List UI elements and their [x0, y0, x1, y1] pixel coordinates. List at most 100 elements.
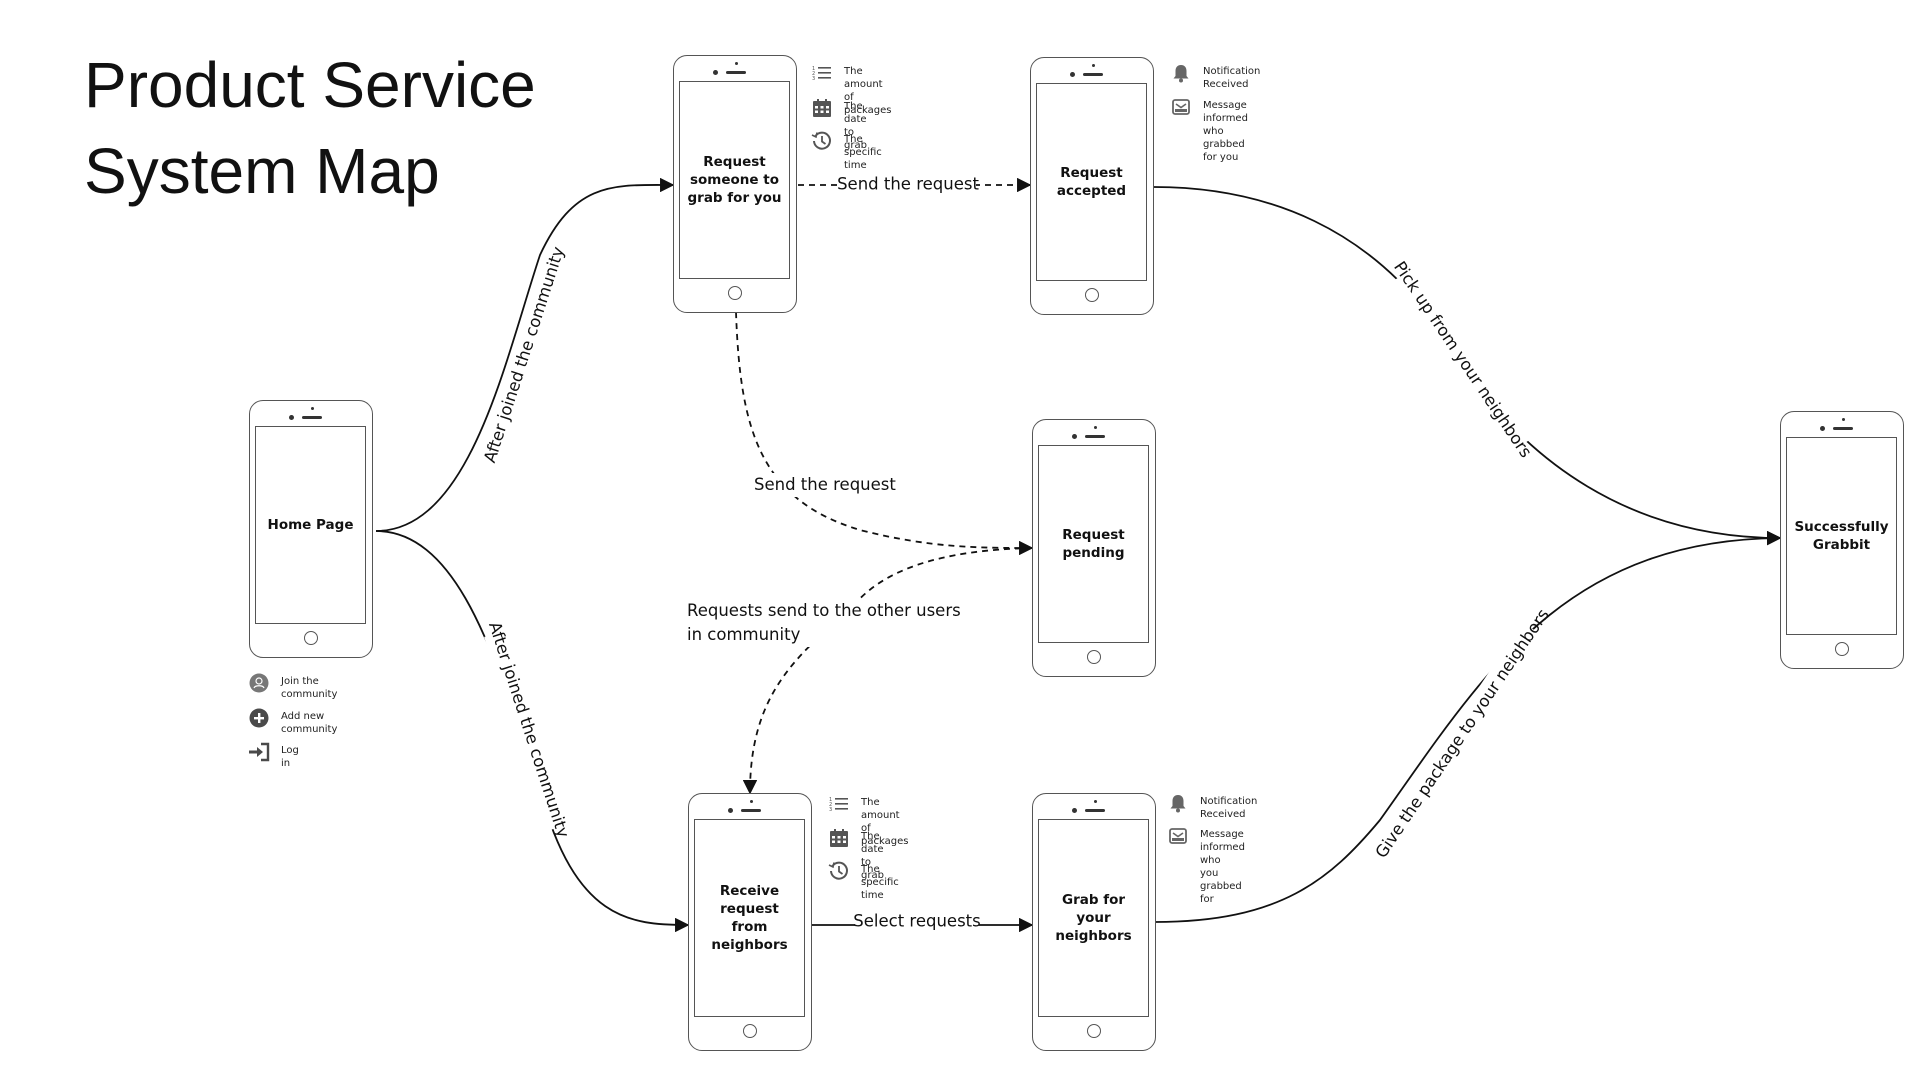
- phone-sensor: [1070, 72, 1075, 77]
- edge-label-home-to-receive: After joined the community: [484, 619, 573, 840]
- phone-screen: Request accepted: [1036, 83, 1147, 281]
- accepted-note-notification: Notification Received: [1170, 62, 1260, 91]
- mail-icon: [1167, 825, 1189, 847]
- edge-label-home-to-request: After joined the community: [480, 244, 569, 465]
- home-action-label: Log in: [281, 745, 299, 769]
- phone-sensor: [1820, 426, 1825, 431]
- login-icon: [248, 741, 270, 763]
- plus-circle-icon: [248, 707, 270, 729]
- phone-speaker: [1085, 809, 1105, 812]
- grab-note-notification: Notification Received: [1167, 792, 1257, 821]
- phone-home-button: [1087, 1024, 1101, 1038]
- svg-text:Select requests: Select requests: [853, 912, 980, 931]
- phone-sensor: [713, 70, 718, 75]
- edge-label-accepted-to-success: Pick up from your neighbors: [1390, 258, 1536, 461]
- svg-text:Give the package to your neigh: Give the package to your neighbors: [1372, 605, 1553, 861]
- request-detail-label: The amount of packages: [844, 66, 892, 116]
- phone-screen: Request pending: [1038, 445, 1149, 643]
- screen-label: Receive request from neighbors: [711, 883, 788, 953]
- phone-receive-request[interactable]: Receive request from neighbors: [688, 793, 812, 1051]
- phone-home-button: [743, 1024, 757, 1038]
- edge-label-pending-to-receive: Requests send to the other users in comm…: [687, 599, 961, 647]
- request-detail-date: The date to grab: [811, 97, 867, 152]
- phone-screen: Receive request from neighbors: [694, 819, 805, 1017]
- accepted-note-label: Message informed who grabbed for you: [1203, 100, 1248, 163]
- phone-speaker: [1833, 427, 1853, 430]
- phone-speaker: [1083, 73, 1103, 76]
- phone-screen: Grab for your neighbors: [1038, 819, 1149, 1017]
- request-detail-label: The specific time: [844, 134, 882, 171]
- phone-request-pending[interactable]: Request pending: [1032, 419, 1156, 677]
- phone-request[interactable]: Request someone to grab for you: [673, 55, 797, 313]
- screen-label: Grab for your neighbors: [1055, 892, 1132, 944]
- svg-text:2: 2: [812, 71, 815, 77]
- accepted-note-label: Notification Received: [1203, 66, 1261, 90]
- request-detail-label: The date to grab: [844, 101, 867, 151]
- grab-note-message: Message informed who you grabbed for: [1167, 825, 1245, 906]
- phone-home-button: [304, 631, 318, 645]
- svg-text:3: 3: [829, 807, 832, 813]
- bell-icon: [1170, 62, 1192, 84]
- phone-home-button: [728, 286, 742, 300]
- phone-home-button: [1087, 650, 1101, 664]
- phone-speaker: [741, 809, 761, 812]
- home-action-log-in[interactable]: Log in: [248, 741, 299, 770]
- page-title: Product Service System Map: [84, 42, 536, 214]
- grab-note-label: Message informed who you grabbed for: [1200, 829, 1245, 905]
- phone-successfully-grabbit[interactable]: Successfully Grabbit: [1780, 411, 1904, 669]
- phone-camera: [1094, 426, 1097, 429]
- phone-camera: [1094, 800, 1097, 803]
- receive-detail-date: The date to grab: [828, 827, 884, 882]
- calendar-icon: [811, 97, 833, 119]
- phone-request-accepted[interactable]: Request accepted: [1030, 57, 1154, 315]
- accepted-note-message: Message informed who grabbed for you: [1170, 96, 1248, 164]
- phone-camera: [750, 800, 753, 803]
- phone-camera: [735, 62, 738, 65]
- phone-camera: [1092, 64, 1095, 67]
- history-clock-icon: [828, 860, 850, 882]
- edge-home-to-request: [375, 177, 675, 532]
- phone-screen: Successfully Grabbit: [1786, 437, 1897, 635]
- mail-icon: [1170, 96, 1192, 118]
- phone-sensor: [1072, 434, 1077, 439]
- phone-home-button: [1085, 288, 1099, 302]
- home-action-label: Join the community: [281, 676, 338, 700]
- phone-speaker: [726, 71, 746, 74]
- title-line-2: System Map: [84, 135, 440, 207]
- screen-label: Request pending: [1062, 527, 1125, 561]
- phone-home-page[interactable]: Home Page: [249, 400, 373, 658]
- home-action-join[interactable]: Join the community: [248, 672, 337, 701]
- svg-text:2: 2: [829, 802, 832, 808]
- svg-text:3: 3: [812, 76, 815, 82]
- edge-label-grab-to-success: Give the package to your neighbors: [1372, 605, 1553, 861]
- edge-grab-to-success: [1154, 530, 1782, 923]
- home-action-label: Add new community: [281, 711, 338, 735]
- edge-pending-to-receive: [742, 547, 1033, 795]
- edge-label-request-to-accepted: Send the request: [837, 172, 979, 198]
- calendar-icon: [828, 827, 850, 849]
- svg-text:1: 1: [812, 66, 815, 72]
- phone-screen: Request someone to grab for you: [679, 81, 790, 279]
- screen-label: Home Page: [267, 517, 354, 533]
- phone-speaker: [1085, 435, 1105, 438]
- svg-text:Send the request: Send the request: [837, 175, 979, 194]
- phone-home-button: [1835, 642, 1849, 656]
- edge-label-receive-to-grab: Select requests: [853, 909, 981, 935]
- phone-camera: [1842, 418, 1845, 421]
- svg-text:After joined the community: After joined the community: [480, 244, 568, 465]
- screen-label: Successfully Grabbit: [1794, 519, 1889, 553]
- phone-sensor: [1072, 808, 1077, 813]
- title-line-1: Product Service: [84, 49, 536, 121]
- user-circle-icon: [248, 672, 270, 694]
- receive-detail-label: The amount of packages: [861, 797, 909, 847]
- phone-sensor: [728, 808, 733, 813]
- home-action-add-community[interactable]: Add new community: [248, 707, 337, 736]
- phone-grab-for-neighbors[interactable]: Grab for your neighbors: [1032, 793, 1156, 1051]
- receive-detail-time: The specific time: [828, 860, 899, 902]
- phone-camera: [311, 407, 314, 410]
